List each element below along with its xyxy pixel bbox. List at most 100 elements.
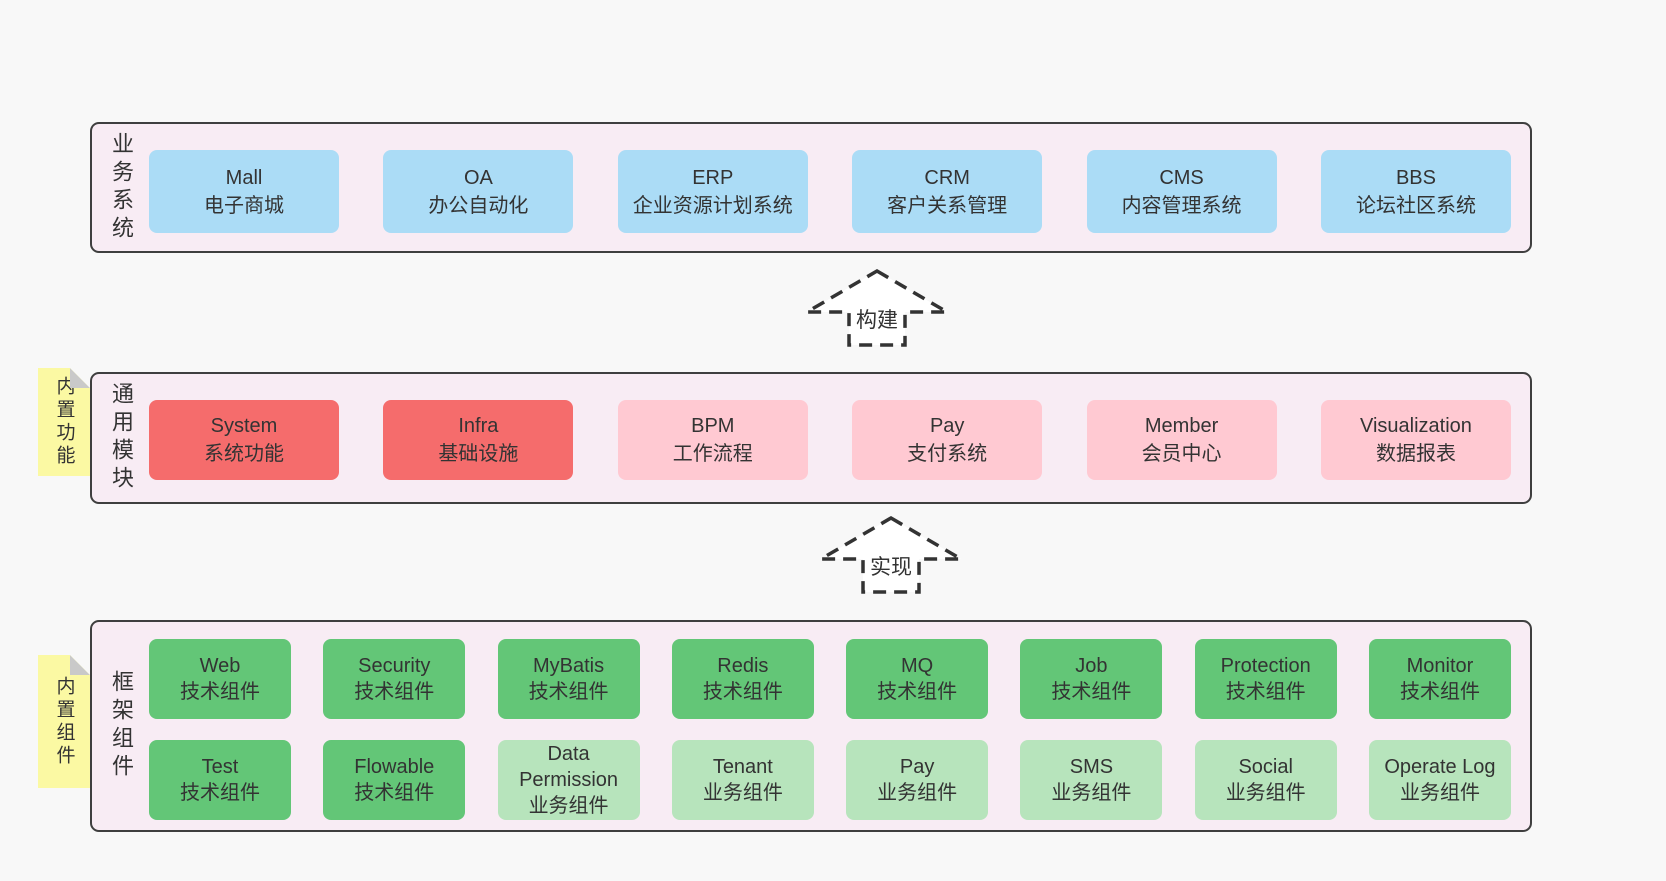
box-web: Web 技术组件 [149, 639, 291, 719]
box-subtitle: 会员中心 [1141, 443, 1222, 465]
box-title: Web [199, 655, 241, 677]
folded-corner-icon [70, 655, 90, 675]
box-cms: CMS 内容管理系统 [1086, 150, 1277, 233]
box-subtitle: 业务组件 [1399, 782, 1480, 804]
box-mq: MQ 技术组件 [846, 639, 989, 719]
box-title: Protection [1220, 655, 1311, 677]
box-monitor: Monitor 技术组件 [1368, 639, 1511, 719]
box-system: System 系统功能 [149, 400, 339, 480]
box-subtitle: 业务组件 [528, 795, 609, 817]
box-pay: Pay 支付系统 [852, 400, 1043, 480]
box-subtitle: 技术组件 [528, 681, 609, 703]
box-title: Monitor [1406, 655, 1474, 677]
arrow-label: 实现 [870, 556, 912, 579]
box-protection: Protection 技术组件 [1194, 639, 1337, 719]
box-crm: CRM 客户关系管理 [852, 150, 1043, 233]
box-title: BBS [1395, 166, 1436, 189]
box-subtitle: 数据报表 [1375, 443, 1456, 465]
box-title: OA [463, 166, 493, 189]
box-subtitle: 办公自动化 [428, 194, 529, 217]
box-member: Member 会员中心 [1086, 400, 1277, 480]
box-subtitle: 业务组件 [702, 782, 783, 804]
sticky-label: 内置组件 [53, 675, 75, 768]
box-subtitle: 工作流程 [672, 443, 753, 465]
box-subtitle: 技术组件 [1399, 681, 1480, 703]
box-subtitle: 技术组件 [354, 681, 435, 703]
box-row: Mall 电子商城 OA 办公自动化 ERP 企业资源计划系统 CRM 客户关系管理 CMS 内容… [149, 150, 1511, 233]
box-title: Pay [899, 756, 935, 778]
box-subtitle: 基础设施 [438, 443, 519, 465]
box-subtitle: 客户关系管理 [887, 194, 1008, 217]
box-subtitle: 技术组件 [354, 782, 435, 804]
box-subtitle: 支付系统 [907, 443, 988, 465]
box-title: ERP [692, 166, 734, 189]
sticky-note-builtin-components: 内置组件 [38, 655, 90, 788]
box-title: Pay [929, 415, 965, 437]
box-sms: SMS 业务组件 [1020, 740, 1163, 820]
box-subtitle: 电子商城 [204, 194, 284, 217]
box-mybatis: MyBatis 技术组件 [497, 639, 640, 719]
box-pay: Pay 业务组件 [846, 740, 989, 820]
box-subtitle: 论坛社区系统 [1355, 194, 1476, 217]
box-subtitle: 技术组件 [877, 681, 958, 703]
box-title: CMS [1159, 166, 1204, 189]
box-title: Mall [225, 166, 263, 189]
box-social: Social 业务组件 [1194, 740, 1337, 820]
box-title: Social [1238, 756, 1293, 778]
box-title: BPM [691, 415, 735, 437]
box-tenant: Tenant 业务组件 [671, 740, 814, 820]
box-subtitle: 业务组件 [877, 782, 958, 804]
box-oa: OA 办公自动化 [383, 150, 574, 233]
box-subtitle: 技术组件 [1225, 681, 1306, 703]
arrow-label: 构建 [856, 309, 898, 332]
box-title: Job [1075, 655, 1108, 677]
box-subtitle: 技术组件 [180, 681, 260, 703]
box-subtitle: 业务组件 [1051, 782, 1132, 804]
box-title: Security [358, 655, 431, 677]
box-subtitle: 内容管理系统 [1121, 194, 1242, 217]
section-vertical-label: 框架组件 [109, 670, 134, 782]
box-flowable: Flowable 技术组件 [323, 740, 466, 820]
box-mall: Mall 电子商城 [149, 150, 339, 233]
sticky-note-builtin-features: 内置功能 [38, 368, 90, 476]
box-subtitle: 技术组件 [702, 681, 783, 703]
box-title: MyBatis [533, 655, 605, 677]
box-subtitle: 企业资源计划系统 [632, 194, 793, 217]
box-test: Test 技术组件 [149, 740, 291, 820]
box-operate-log: Operate Log 业务组件 [1368, 740, 1511, 820]
box-title: Test [201, 756, 239, 778]
box-subtitle: 技术组件 [180, 782, 260, 804]
box-title: MQ [901, 655, 934, 677]
box-title: Redis [717, 655, 769, 677]
box-title: CRM [924, 166, 970, 189]
folded-corner-icon [70, 368, 90, 388]
box-security: Security 技术组件 [323, 639, 466, 719]
sticky-label: 内置功能 [53, 376, 75, 468]
arrow-implement: 实现 [816, 515, 966, 594]
box-title: Flowable [354, 756, 435, 778]
box-infra: Infra 基础设施 [383, 400, 574, 480]
box-job: Job 技术组件 [1020, 639, 1163, 719]
box-title: Operate Log [1384, 756, 1496, 778]
arrow-label-bg [853, 305, 901, 332]
box-subtitle: 技术组件 [1051, 681, 1132, 703]
box-title: Tenant [712, 756, 773, 778]
box-title: Member [1144, 415, 1219, 437]
box-redis: Redis 技术组件 [671, 639, 814, 719]
box-title: SMS [1069, 756, 1114, 778]
box-erp: ERP 企业资源计划系统 [617, 150, 808, 233]
box-title: Infra [458, 415, 499, 437]
box-subtitle: 业务组件 [1225, 782, 1306, 804]
box-bbs: BBS 论坛社区系统 [1320, 150, 1511, 233]
box-subtitle: 系统功能 [204, 443, 284, 465]
box-title: System [210, 415, 278, 437]
arrow-label-bg [867, 552, 915, 579]
arrow-build: 构建 [802, 268, 952, 347]
